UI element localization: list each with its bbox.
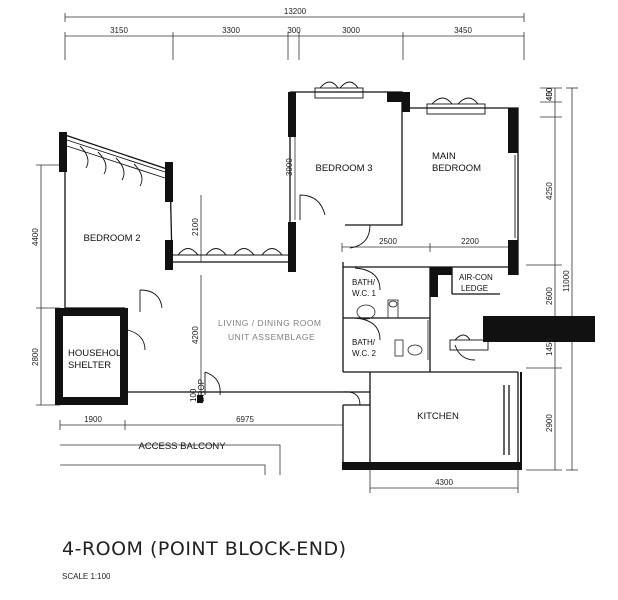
room-bedroom-3: BEDROOM 3 bbox=[315, 163, 372, 174]
dim-right-2900: 2900 bbox=[545, 414, 554, 432]
dim-right-4250: 4250 bbox=[545, 182, 554, 200]
room-aircon-line1: AIR-CON bbox=[459, 273, 493, 282]
dim-right-400: 400 bbox=[545, 87, 554, 101]
dimension-lines bbox=[36, 13, 578, 493]
refuse-drop-line2: DROP bbox=[197, 379, 206, 402]
room-bath1-line1: BATH/ bbox=[352, 278, 376, 287]
dim-mid-2200: 2200 bbox=[461, 237, 479, 246]
room-bath2-line2: W.C. 2 bbox=[352, 349, 377, 358]
watermark-line2: UNIT ASSEMBLAGE bbox=[228, 332, 315, 342]
windows bbox=[66, 81, 516, 406]
dim-right-1450: 1450 bbox=[545, 338, 554, 356]
dim-right-450: 450 bbox=[545, 87, 554, 101]
dim-living-4200: 4200 bbox=[191, 326, 200, 344]
room-main-bedroom-line1: MAIN bbox=[432, 151, 456, 162]
dim-top-2: 3300 bbox=[222, 26, 240, 35]
dim-top-1: 3150 bbox=[110, 26, 128, 35]
dim-bed3-3900: 3900 bbox=[285, 158, 294, 176]
dim-left-4400: 4400 bbox=[31, 228, 40, 246]
dim-top-5: 3450 bbox=[454, 26, 472, 35]
dim-top-4: 3000 bbox=[342, 26, 360, 35]
dim-bottom-4300: 4300 bbox=[435, 478, 453, 487]
room-aircon-line2: LEDGE bbox=[461, 284, 488, 293]
dim-bottom-1900: 1900 bbox=[84, 415, 102, 424]
dim-right-2600: 2600 bbox=[545, 287, 554, 305]
room-kitchen: KITCHEN bbox=[417, 411, 459, 422]
watermark: LIVING / DINING ROOM UNIT ASSEMBLAGE bbox=[218, 318, 322, 342]
room-household-shelter-line1: HOUSEHOLD bbox=[68, 348, 128, 359]
dim-bed2-2100: 2100 bbox=[191, 218, 200, 236]
dim-left-2800: 2800 bbox=[31, 348, 40, 366]
dim-right-overall: 11000 bbox=[562, 270, 571, 292]
room-access-balcony: ACCESS BALCONY bbox=[138, 441, 226, 452]
dim-top-3: 300 bbox=[287, 26, 301, 35]
room-household-shelter-line2: SHELTER bbox=[68, 360, 111, 371]
dim-mid-2500: 2500 bbox=[379, 237, 397, 246]
room-bath1-line2: W.C. 1 bbox=[352, 289, 377, 298]
room-main-bedroom-line2: BEDROOM bbox=[432, 163, 481, 174]
dimension-text: 13200 3150 3300 300 3000 3450 400 450 42… bbox=[31, 7, 571, 487]
refuse-drop-line1: 100 bbox=[189, 388, 198, 402]
plan-title: 4-ROOM (POINT BLOCK-END) bbox=[62, 538, 347, 560]
room-labels: BEDROOM 2 BEDROOM 3 MAIN BEDROOM HOUSEHO… bbox=[68, 151, 493, 452]
plan-scale: SCALE 1:100 bbox=[62, 572, 111, 581]
thick-walls bbox=[55, 92, 595, 470]
dim-overall-top: 13200 bbox=[284, 7, 307, 16]
bathroom-fixtures bbox=[356, 299, 429, 360]
room-bath2-line1: BATH/ bbox=[352, 338, 376, 347]
watermark-line1: LIVING / DINING ROOM bbox=[218, 318, 322, 328]
dim-bottom-6975: 6975 bbox=[236, 415, 254, 424]
room-bedroom-2: BEDROOM 2 bbox=[83, 233, 140, 244]
